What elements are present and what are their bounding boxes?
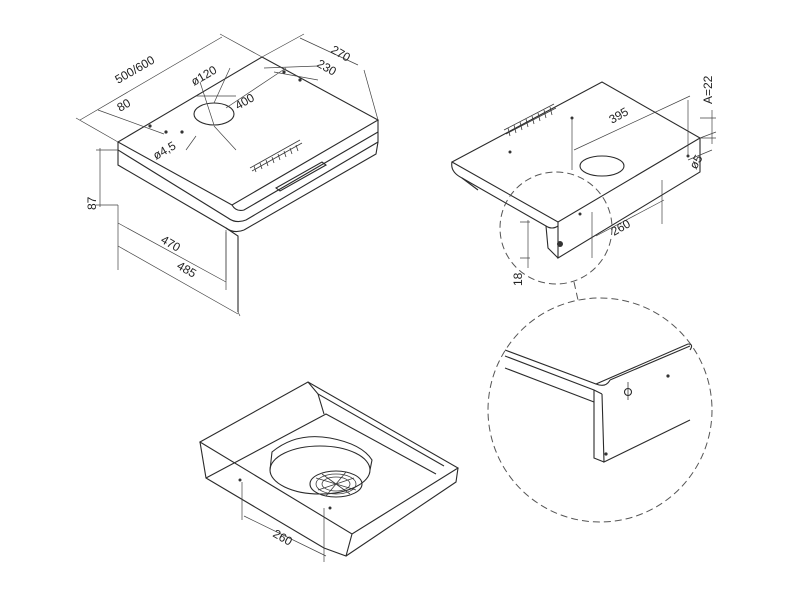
detail-circle (487, 297, 713, 523)
hole-diameter-label: ø4,5 (151, 138, 179, 162)
height-label: 87 (85, 196, 99, 210)
vent-slots (249, 139, 303, 173)
back-hole-spacing-label: 395 (607, 104, 632, 126)
hood-back-view: 395 A=22 ø5 260 18 (450, 75, 717, 301)
hood-top-view: 500/600 270 230 ø120 400 80 ø4,5 87 470 … (75, 33, 380, 317)
total-depth-label: 485 (175, 258, 200, 280)
depth-label: 270 (329, 42, 354, 64)
corner-detail (487, 297, 713, 523)
offset-label: A=22 (701, 75, 715, 104)
edge-height-label: 18 (511, 272, 525, 286)
front-depth-label: 470 (159, 232, 184, 254)
depth-inner-label: 230 (315, 56, 340, 78)
hole-spacing-label: 400 (233, 90, 258, 112)
front-offset-label: 80 (115, 96, 134, 115)
back-vent-slots (503, 103, 557, 137)
width-label: 500/600 (113, 53, 158, 87)
detail-callout-circle (499, 171, 613, 285)
bottom-distance-label: 260 (271, 526, 296, 548)
fan-grille (309, 470, 363, 498)
hood-bottom-view: 260 (198, 381, 460, 562)
back-duct-opening (579, 155, 625, 177)
side-distance-label: 260 (609, 216, 634, 238)
side-hole-label: ø5 (686, 152, 705, 171)
